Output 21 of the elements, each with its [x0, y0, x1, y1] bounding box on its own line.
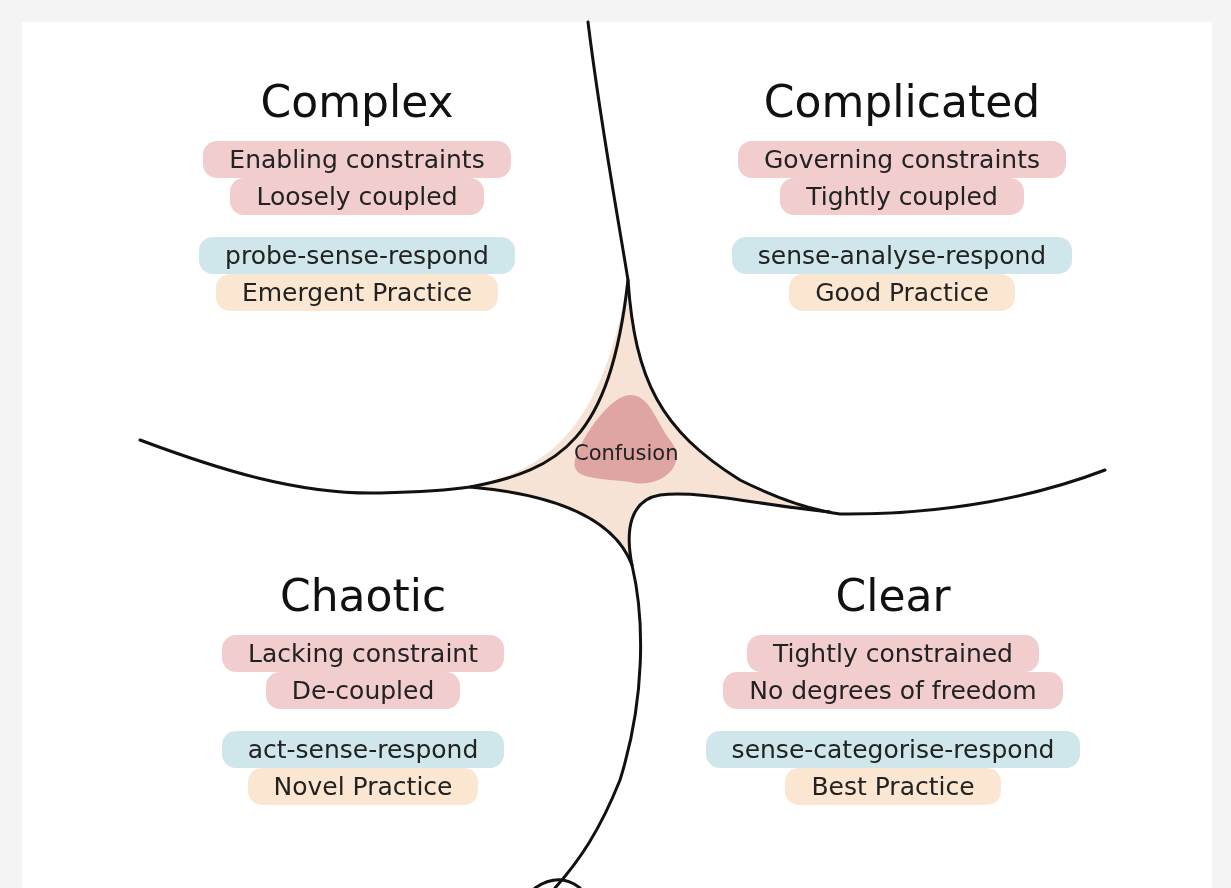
domain-trait: Governing constraints	[737, 141, 1067, 178]
response-pattern: probe-sense-respond	[199, 237, 515, 274]
response-pattern: act-sense-respond	[221, 731, 505, 768]
domain-trait: Enabling constraints	[203, 141, 511, 178]
domain-label: Confusion	[574, 441, 679, 465]
domain-title: Chaotic	[279, 570, 447, 621]
practice-type: Good Practice	[789, 274, 1015, 311]
domain-trait: De-coupled	[265, 672, 461, 709]
domain-trait: Tightly constrained	[747, 635, 1039, 672]
response-pattern: sense-analyse-respond	[731, 237, 1073, 274]
domain-title: Clear	[835, 570, 951, 621]
practice-type: Novel Practice	[247, 768, 479, 805]
domain-trait: No degrees of freedom	[723, 672, 1063, 709]
domain-trait: Lacking constraint	[222, 635, 504, 672]
domain-title: Complex	[260, 76, 454, 127]
domain-trait: Tightly coupled	[780, 178, 1024, 215]
response-pattern: sense-categorise-respond	[705, 731, 1081, 768]
practice-type: Best Practice	[785, 768, 1001, 805]
practice-type: Emergent Practice	[215, 274, 499, 311]
domain-title: Complicated	[763, 76, 1041, 127]
domain-trait: Loosely coupled	[230, 178, 484, 215]
